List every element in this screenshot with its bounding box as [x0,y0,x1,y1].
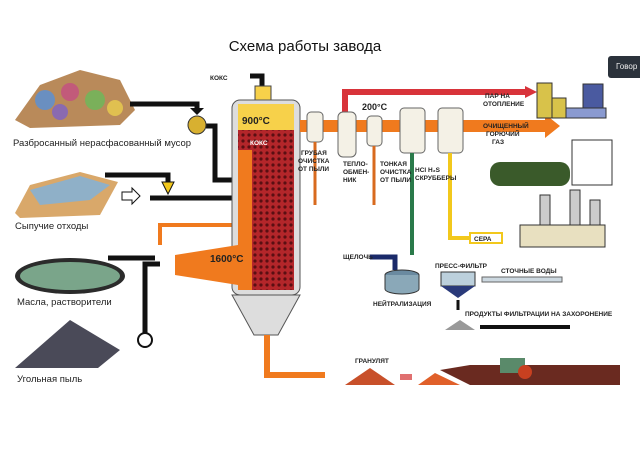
hopper-icon [161,181,175,196]
scrubber-label-1: HCl H₂S [415,167,441,174]
fine-clean-label-3: ОТ ПЫЛИ [380,177,411,184]
sulfur-box [469,232,503,244]
coarse-cleaner [306,111,324,205]
coal-dust-image [15,320,120,368]
burial-arrow [480,325,570,329]
gas-label-1: ОЧИЩЕННЫЙ [483,121,529,130]
temp-900-label: 900°C [242,116,270,127]
gas-arrow-icon [545,114,560,138]
press-filter-label: ПРЕСС-ФИЛЬТР [435,263,488,270]
pump-icon [137,332,153,348]
tooltip: Говор [608,56,640,78]
waste-water-label: СТОЧНЫЕ ВОДЫ [501,268,557,275]
heat-exchanger-label-1: ТЕПЛО- [343,161,368,168]
temp-200-label: 200°C [362,102,388,112]
h2s-scrubber [437,107,472,240]
neutralization-tank [384,269,420,295]
heat-exchanger [337,111,357,158]
heat-exchanger-label-3: НИК [343,177,356,184]
arrow-icon [121,186,141,206]
coke-bed-label: КОКС [250,140,268,147]
bulk-waste-image [15,172,118,218]
hcl-scrubber [399,107,426,255]
coarse-clean-label-1: ГРУБАЯ [301,150,327,157]
bulk-waste-label: Сыпучие отходы [15,221,88,232]
granulate-pile [345,368,395,385]
gasifier-furnace [175,85,301,336]
slag-pipe [264,335,325,378]
heat-exchanger-label-2: ОБМЕН- [343,169,369,176]
alkali-label: ЩЕЛОЧЬ [343,254,373,261]
power-station-image [490,139,613,186]
alkali-pipe [370,254,398,270]
coarse-clean-label-2: ОЧИСТКА [298,158,330,165]
steam-arrow-icon [525,86,537,98]
coal-dust-label: Угольная пыль [17,374,82,385]
gas-label-2: ГОРЮЧИЙ [486,129,520,138]
temp-1600-label: 1600°C [210,254,243,265]
neutralization-label: НЕЙТРАЛИЗАЦИЯ [373,299,432,308]
coke-input-label: КОКС [210,75,228,82]
steam-label-2: ОТОПЛЕНИЕ [483,101,525,108]
filter-products-label: ПРОДУКТЫ ФИЛЬТРАЦИИ НА ЗАХОРОНЕНИЕ [465,311,613,318]
arrow-icon [190,108,204,115]
coarse-clean-label-3: ОТ ПЫЛИ [298,166,329,173]
waste-water-arrow [481,276,563,283]
road-construction-image [418,358,620,385]
oils-label: Масла, растворители [17,297,112,308]
scrubber-label-2: СКРУББЕРЫ [415,175,456,182]
filter-cake-pile [445,320,475,330]
fine-cleaner [366,115,383,205]
garbage-label: Разбросанный нерасфасованный мусор [13,138,191,149]
granulate-label: ГРАНУЛЯТ [355,358,389,365]
shredder-icon [187,115,207,135]
oils-image [15,258,125,294]
chemical-plant-image [519,189,606,248]
city-buildings-image [536,82,607,119]
press-filter [440,271,476,298]
gas-label-3: ГАЗ [492,139,504,146]
fine-clean-label-1: ТОНКАЯ [380,161,407,168]
feed-lines [105,73,265,335]
garbage-pile-image [15,70,135,128]
steam-pipe [342,89,525,112]
fine-clean-label-2: ОЧИСТКА [380,169,412,176]
diagram-title: Схема работы завода [229,38,382,55]
arrow-icon [400,374,412,380]
recycle-pipe [158,223,235,245]
steam-label-1: ПАР НА [485,93,510,100]
sulfur-label: СЕРА [474,236,492,243]
